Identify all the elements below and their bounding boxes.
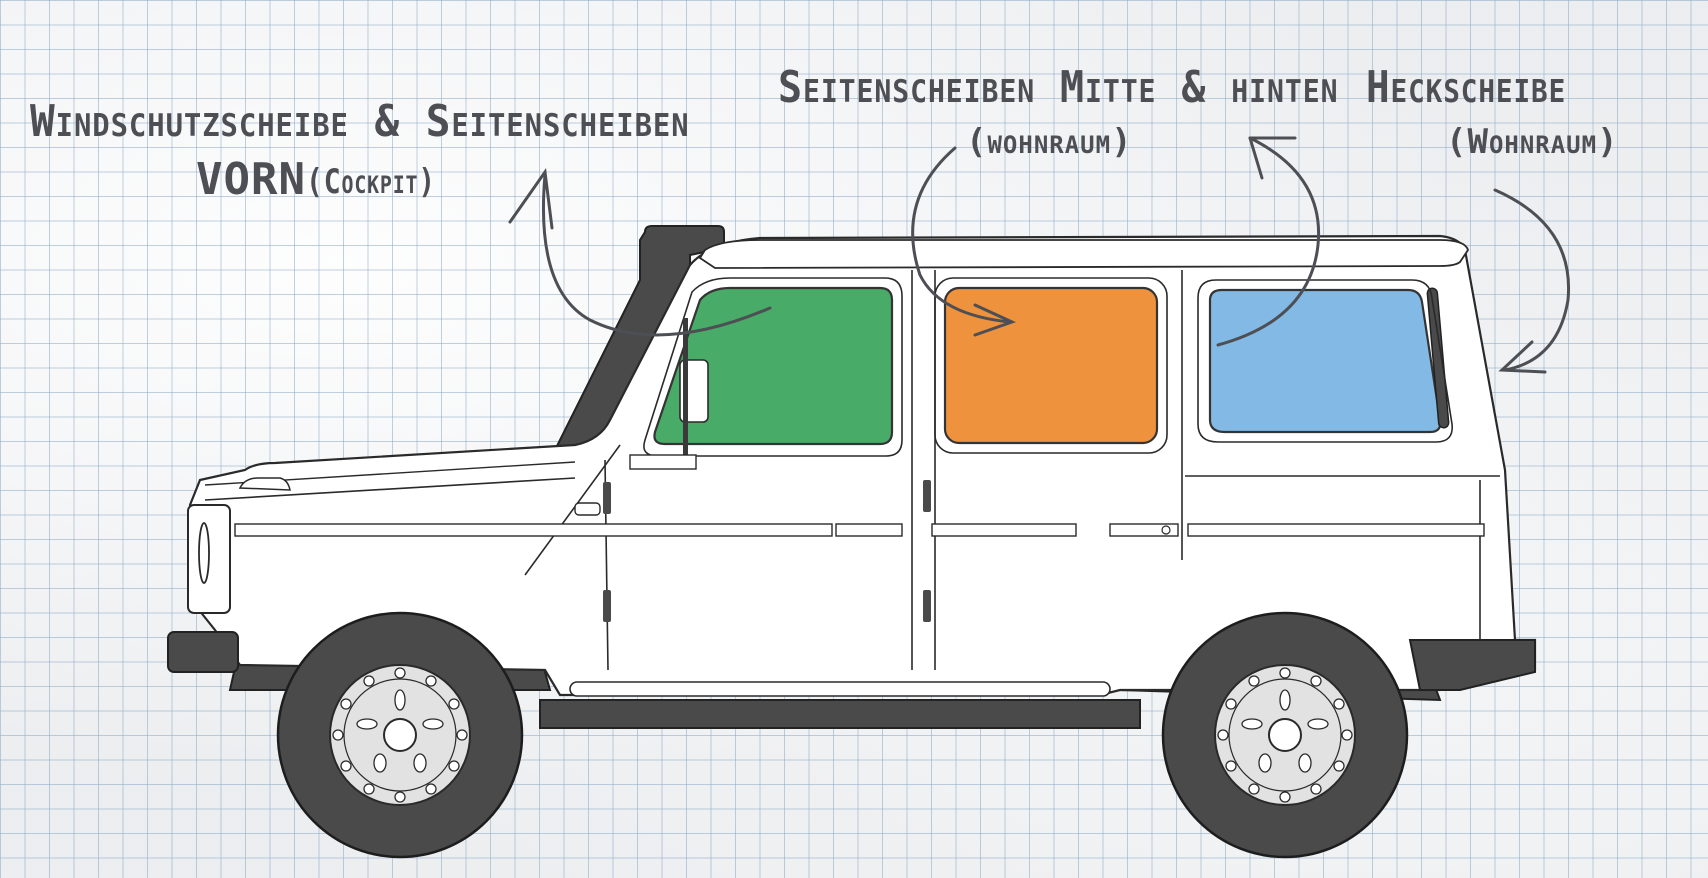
label-front-sub: (Cockpit) <box>306 162 437 202</box>
fuel-cap <box>1161 525 1171 535</box>
rear-window <box>1208 288 1442 434</box>
headlight <box>198 522 210 584</box>
annotation-arrows <box>508 136 1571 374</box>
arrow-middle-up <box>1216 136 1321 347</box>
rear-bumper <box>1408 639 1536 691</box>
front-wheel <box>276 611 524 859</box>
a-pillar <box>524 444 621 576</box>
door-handle-plate <box>629 454 697 470</box>
label-rear-line2: (Wohnraum) <box>1446 122 1619 162</box>
hinge-middle-upper <box>923 480 931 512</box>
rear-window-frame <box>1197 279 1453 443</box>
door-line-middle <box>911 270 936 670</box>
label-front-line1: Windschutzscheibe & Seitenscheiben <box>30 96 690 147</box>
label-rear-line1: Heckscheibe <box>1366 62 1567 113</box>
arrow-middle-up-head <box>1248 136 1297 180</box>
antenna <box>683 318 688 456</box>
trim-strip-rear <box>1187 523 1485 537</box>
indicator <box>238 477 291 491</box>
roof-rail <box>698 239 1469 269</box>
label-middle-line1: Seitenscheiben Mitte & hinten <box>778 62 1339 113</box>
rear-light <box>1426 287 1450 429</box>
trim-strip-middle <box>931 523 1077 537</box>
hinge-front-lower <box>603 590 611 622</box>
trim-strip-middle-end <box>1109 523 1179 537</box>
hinge-front-upper <box>603 482 611 514</box>
front-door-handle <box>574 502 601 516</box>
arrow-rear-head <box>1498 340 1547 374</box>
arrow-front <box>541 173 772 337</box>
running-board <box>569 681 1111 697</box>
arrow-front-head <box>508 167 554 230</box>
arrow-middle-down <box>911 146 1012 324</box>
hood-line <box>204 477 576 501</box>
underbody <box>539 699 1141 729</box>
front-bumper <box>167 631 239 673</box>
trim-strip-front-end <box>835 523 903 537</box>
arrow-middle-down-head <box>973 303 1016 337</box>
label-front-main: VORN <box>196 154 306 205</box>
arrow-rear <box>1493 188 1571 372</box>
trim-strip-front <box>234 523 833 537</box>
label-middle-line2: (wohnraum) <box>966 122 1133 162</box>
rear-wheel <box>1161 611 1409 859</box>
hinge-middle-lower <box>923 590 931 622</box>
middle-window <box>943 286 1159 445</box>
